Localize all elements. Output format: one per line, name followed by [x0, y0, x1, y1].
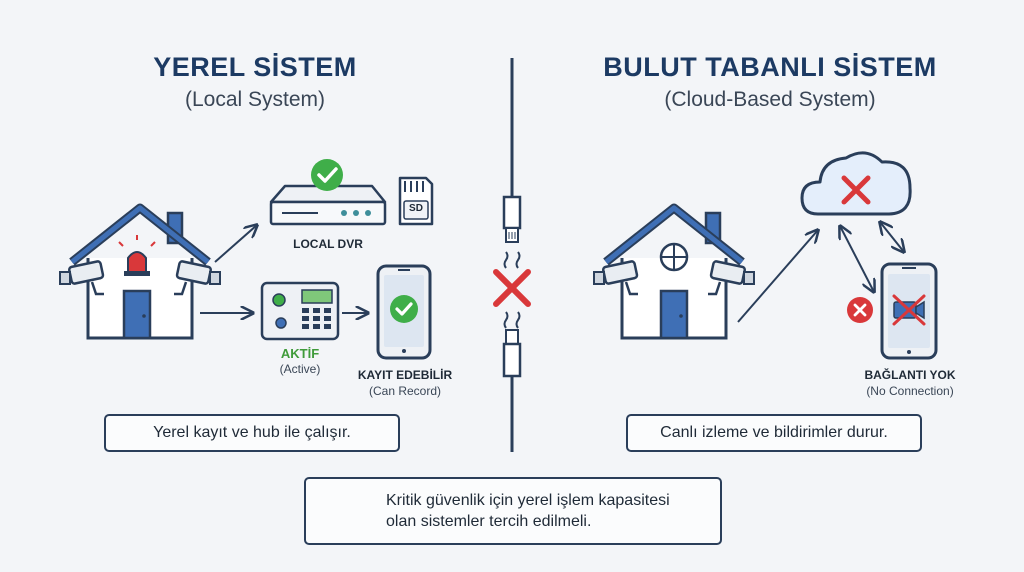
left-phone-label: KAYIT EDEBİLİR [357, 368, 453, 382]
left-camera-icon-1 [59, 260, 105, 296]
phone-check-icon [390, 295, 418, 323]
right-phone-sub: (No Connection) [866, 384, 954, 398]
dvr-label: LOCAL DVR [293, 237, 363, 251]
arrow-cloud-phone-2 [880, 222, 904, 252]
right-phone-label: BAĞLANTI YOK [864, 368, 956, 382]
left-house-icon [69, 203, 211, 340]
right-subtitle: (Cloud-Based System) [664, 88, 876, 111]
disconnect-x-icon [493, 269, 531, 307]
sd-card-icon [398, 176, 434, 226]
right-note-text: Canlı izleme ve bildirimler durur. [660, 424, 888, 441]
left-phone-sub: (Can Record) [368, 384, 442, 398]
alarm-siren-icon [118, 235, 156, 276]
arrow-to-dvr [214, 225, 257, 263]
error-badge-icon [847, 297, 873, 323]
sd-label: SD [409, 203, 423, 214]
arrow-cloud-phone [840, 226, 874, 292]
left-title: YEREL SİSTEM [153, 52, 357, 82]
dvr-icon [269, 184, 387, 226]
arrow-to-cloud [737, 230, 818, 323]
right-house-icon [603, 203, 745, 340]
status-label: AKTİF [280, 346, 320, 361]
right-camera-icon-2 [708, 260, 755, 296]
footer-line-1: Kritik güvenlik için yerel işlem kapasit… [386, 492, 670, 509]
dvr-check-icon [311, 159, 343, 191]
alarm-keypad-icon [260, 281, 340, 341]
right-camera-icon-1 [593, 260, 639, 296]
footer-box: Kritik güvenlik için yerel işlem kapasit… [304, 477, 722, 545]
network-cable-icon [502, 58, 522, 452]
footer-line-2: olan sistemler tercih edilmeli. [386, 513, 592, 530]
cloud-icon [800, 151, 912, 216]
right-note-box: Canlı izleme ve bildirimler durur. [626, 414, 922, 452]
left-subtitle: (Local System) [184, 88, 326, 111]
status-sub: (Active) [279, 362, 321, 376]
left-note-text: Yerel kayıt ve hub ile çalışır. [153, 424, 351, 441]
left-camera-icon-2 [174, 260, 221, 296]
video-off-icon [892, 294, 926, 326]
right-title: BULUT TABANLI SİSTEM [603, 52, 937, 82]
left-note-box: Yerel kayıt ve hub ile çalışır. [104, 414, 400, 452]
cloud-x-icon [841, 175, 871, 205]
